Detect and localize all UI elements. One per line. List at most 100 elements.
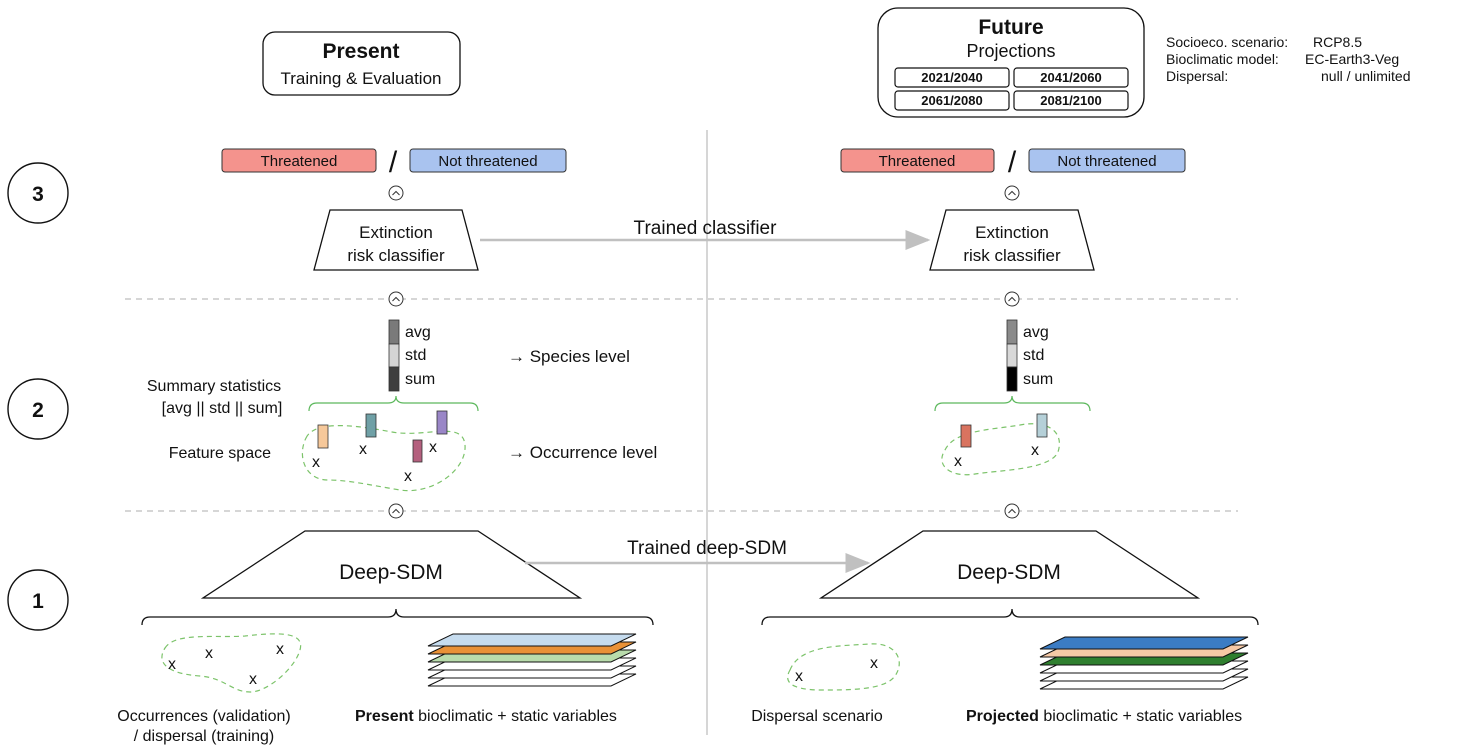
up-chevron-icon [1004,185,1020,201]
dispersal-scenario-caption: Dispersal scenario [751,708,883,725]
setting-label-1: Socioeco. scenario: [1166,34,1288,50]
setting-label-3: Dispersal: [1166,68,1228,84]
future-not-threatened-label: Not threatened [1057,153,1156,170]
future-feature-space-outline [941,423,1060,476]
occurrence-marker: x [312,454,320,471]
up-chevron-icon [388,291,404,307]
future-classifier-line1: Extinction [975,223,1049,242]
present-header: Present Training & Evaluation [262,31,461,96]
level-label-2: 2 [32,399,44,422]
future-threatened-box [840,148,995,173]
present-output-labels: Threatened / Not threatened [221,146,567,179]
settings-info: Socioeco. scenario: RCP8.5 Bioclimatic m… [1166,34,1411,84]
feature-vector-purple [436,410,448,435]
period-box-4 [1013,90,1129,111]
occurrence-marker: x [205,645,213,662]
level-label-3: 3 [32,183,44,206]
level-circle-1 [7,569,69,631]
period-box-3 [894,90,1010,111]
setting-value-3: null / unlimited [1321,68,1411,84]
future-header-box [877,7,1145,118]
feature-vector-magenta [412,439,423,463]
future-output-labels: Threatened / Not threatened [840,146,1186,179]
feature-space-label: Feature space [169,445,271,462]
future-separator: / [1008,146,1017,179]
up-chevron-icon [388,503,404,519]
present-not-threatened-label: Not threatened [438,153,537,170]
future-deep-sdm-shape [818,530,1201,599]
future-deep-sdm-label: Deep-SDM [957,561,1061,584]
occurrences-caption-line1: Occurrences (validation) [117,708,290,725]
period-label-4: 2081/2100 [1040,93,1101,108]
future-threatened-label: Threatened [879,153,956,170]
level-indicators: 3 2 1 [7,162,69,631]
period-label-2: 2041/2060 [1040,70,1101,85]
present-input-brace [141,608,654,626]
occurrence-marker: x [276,641,284,658]
occurrences-caption-line2: / dispersal (training) [134,728,275,745]
trained-sdm-label: Trained deep-SDM [627,538,787,559]
present-stat-std: std [405,347,426,364]
feature-vector-red [960,424,972,448]
present-occurrences-outline [161,633,302,693]
present-variables-caption: Present bioclimatic + static variables [355,708,617,725]
species-level-label: → Species level [508,347,630,366]
occurrence-marker: x [168,656,176,673]
present-variables-bold: Present [355,708,414,725]
occurrence-marker: x [359,441,367,458]
up-chevron-icon [1004,291,1020,307]
occurrence-level-label: → Occurrence level [508,443,657,462]
present-classifier-line2: risk classifier [347,246,445,265]
up-chevron-icon [1004,503,1020,519]
trained-classifier-label: Trained classifier [634,218,778,239]
occurrence-marker: x [795,668,803,685]
present-threatened-box [221,148,377,173]
setting-label-2: Bioclimatic model: [1166,51,1279,67]
present-separator: / [389,146,398,179]
feature-vector-teal [365,413,377,438]
summary-stats-line2: [avg || std || sum] [162,400,283,417]
future-variables-rest: bioclimatic + static variables [1039,708,1242,725]
future-dispersal-outline [787,643,900,691]
future-not-threatened-box [1028,148,1186,173]
setting-value-2: EC-Earth3-Veg [1305,51,1399,67]
future-stat-sum: sum [1023,371,1053,388]
present-header-box [262,31,461,96]
future-input-brace [761,608,1259,626]
future-stat-std: std [1023,347,1044,364]
present-subtitle: Training & Evaluation [281,69,442,88]
present-stat-avg: avg [405,324,431,341]
present-not-threatened-box [409,148,567,173]
feature-vector-lightblue [1036,413,1048,438]
present-deep-sdm-shape [200,530,583,599]
present-classifier-line1: Extinction [359,223,433,242]
present-title: Present [322,40,399,63]
level-circle-3 [7,162,69,224]
present-classifier-shape [313,209,479,271]
present-stat-sum: sum [405,371,435,388]
summary-stats-line1: Summary statistics [147,378,281,395]
present-species-vector [388,319,400,392]
future-classifier-line2: risk classifier [963,246,1061,265]
present-deep-sdm-label: Deep-SDM [339,561,443,584]
future-stat-avg: avg [1023,324,1049,341]
occurrence-marker: x [404,468,412,485]
future-feature-brace [934,395,1091,412]
future-variables-bold: Projected [966,708,1039,725]
occurrence-marker: x [870,655,878,672]
period-box-2 [1013,67,1129,88]
present-feature-space-outline [301,425,466,492]
period-label-3: 2061/2080 [921,93,982,108]
future-classifier-shape [929,209,1095,271]
future-species-vector [1006,319,1018,392]
occurrence-marker: x [954,453,962,470]
up-chevron-icon [388,185,404,201]
present-threatened-label: Threatened [261,153,338,170]
present-variables-rest: bioclimatic + static variables [414,708,617,725]
feature-vector-orange [317,424,329,449]
level-circle-2 [7,378,69,440]
occurrence-marker: x [249,671,257,688]
occurrence-marker: x [1031,442,1039,459]
